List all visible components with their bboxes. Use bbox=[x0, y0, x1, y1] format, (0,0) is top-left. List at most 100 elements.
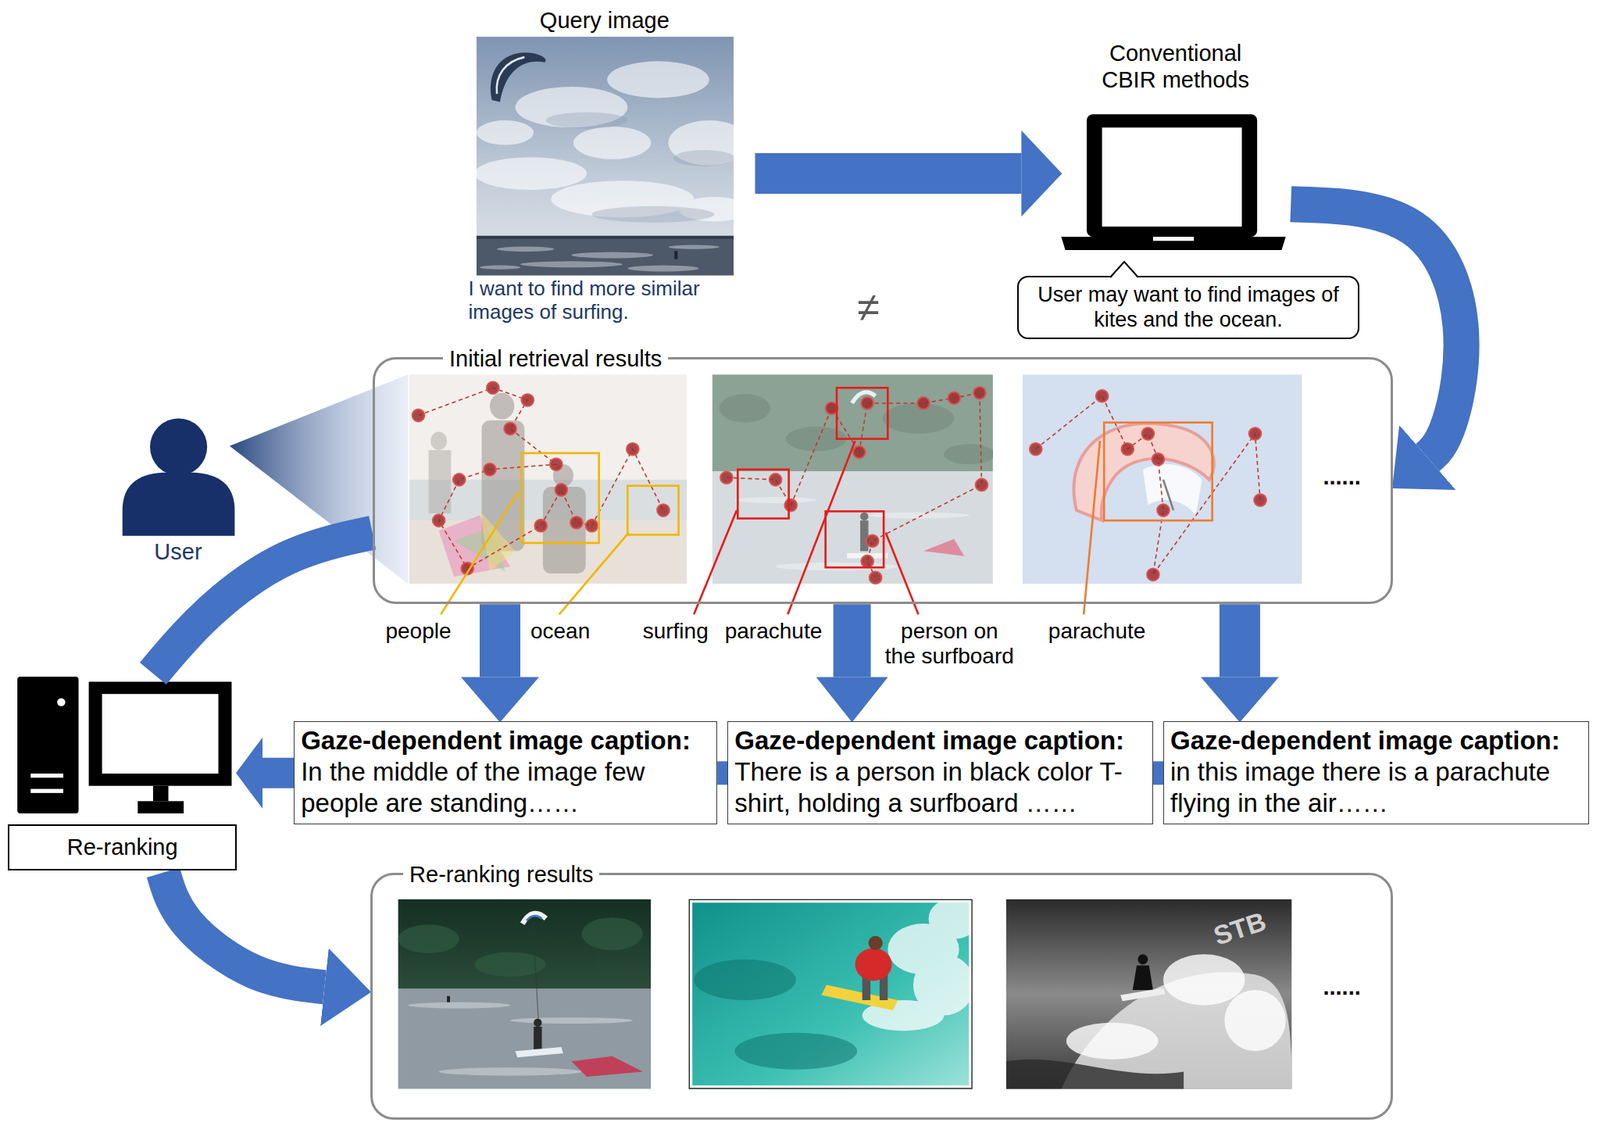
result-photo bbox=[734, 1032, 858, 1070]
result-photo bbox=[522, 913, 547, 924]
user-icon bbox=[150, 418, 208, 476]
query-photo bbox=[627, 265, 699, 272]
result-photo bbox=[397, 917, 643, 977]
result-photo bbox=[1006, 899, 1293, 1090]
query-photo bbox=[520, 260, 623, 268]
gaze-fixation bbox=[1121, 442, 1134, 456]
result-photo bbox=[1066, 1022, 1159, 1060]
retrieved-photo bbox=[1022, 374, 1303, 584]
query-photo bbox=[476, 60, 734, 222]
gaze-fixation bbox=[1249, 427, 1262, 440]
gaze-fixation bbox=[432, 514, 446, 527]
method-label: Conventional CBIR methods bbox=[1083, 40, 1268, 93]
flow-arrow bbox=[754, 153, 1022, 194]
attention-box bbox=[693, 510, 737, 615]
query-photo bbox=[496, 57, 525, 94]
bubble-tail bbox=[1108, 258, 1140, 281]
query-photo bbox=[674, 250, 678, 259]
computer-icon bbox=[102, 693, 219, 774]
bubble-text: User may want to find images of kites an… bbox=[1026, 282, 1350, 333]
attention-box bbox=[693, 387, 918, 615]
result-photo bbox=[1224, 989, 1286, 1051]
ellipsis: ...... bbox=[1322, 974, 1361, 1000]
gaze-path bbox=[1035, 396, 1261, 575]
result-photo bbox=[446, 996, 450, 1003]
results-panel: Initial retrieval results bbox=[372, 357, 1393, 604]
panel-heading: Re-ranking results bbox=[403, 861, 600, 888]
caption-text: in this image there is a parachute flyin… bbox=[1170, 756, 1583, 818]
caption-box: Gaze-dependent image caption:in this ima… bbox=[1163, 721, 1590, 825]
caption-heading: Gaze-dependent image caption: bbox=[1170, 725, 1583, 757]
rerank-computer: Re-ranking bbox=[7, 673, 237, 873]
caption-text: In the middle of the image few people ar… bbox=[300, 756, 711, 818]
gaze-path bbox=[418, 387, 664, 568]
gaze-fixation bbox=[486, 381, 500, 394]
retrieved-photo bbox=[409, 374, 687, 584]
gaze-fixation bbox=[1142, 427, 1155, 440]
query-photo bbox=[476, 36, 734, 276]
gaze-fixation bbox=[866, 534, 879, 547]
computer-icon bbox=[30, 773, 64, 778]
flow-arrow bbox=[717, 760, 728, 785]
result-photo bbox=[571, 1056, 643, 1077]
gaze-fixation bbox=[657, 503, 670, 517]
result-photo bbox=[407, 1002, 511, 1009]
result-photo bbox=[868, 935, 883, 950]
gaze-fixation bbox=[555, 483, 568, 497]
retrieved-photo bbox=[712, 374, 993, 584]
gaze-fixation bbox=[1029, 442, 1043, 456]
result-photo bbox=[526, 915, 543, 921]
attention-box bbox=[627, 485, 679, 536]
result-photo bbox=[533, 1018, 542, 1027]
image-title: Query image bbox=[453, 7, 755, 34]
result-photo bbox=[928, 899, 973, 940]
computer-icon bbox=[153, 785, 169, 802]
result-photo bbox=[1006, 1059, 1184, 1090]
attention-box bbox=[440, 453, 679, 615]
gaze-fixation bbox=[784, 499, 797, 512]
retrieved-photo bbox=[409, 374, 687, 584]
computer-icon bbox=[17, 676, 232, 814]
speech-bubble: User may want to find images of kites an… bbox=[1017, 275, 1360, 340]
results-panel: Re-ranking results bbox=[370, 872, 1393, 1120]
result-photo bbox=[532, 920, 540, 1026]
gaze-fixation bbox=[570, 516, 583, 529]
flow-arrow bbox=[262, 757, 294, 789]
gaze-fixation bbox=[860, 396, 874, 410]
gaze-fixation bbox=[503, 422, 517, 436]
attention-box bbox=[836, 387, 888, 439]
caption-text: There is a person in black color T-shirt… bbox=[734, 756, 1147, 818]
result-photo bbox=[1066, 953, 1286, 1060]
bubble-tail bbox=[1110, 261, 1139, 279]
retrieved-photo bbox=[409, 374, 687, 584]
result-photo bbox=[693, 959, 858, 1070]
gaze-fixation bbox=[626, 442, 640, 456]
query-photo bbox=[668, 244, 720, 249]
retrieved-photo bbox=[1022, 374, 1303, 584]
attention-box bbox=[521, 453, 599, 543]
ellipsis: ...... bbox=[1322, 464, 1361, 490]
result-photo bbox=[397, 989, 651, 1090]
result-photo bbox=[1163, 953, 1245, 1005]
user-icon bbox=[122, 472, 236, 536]
computer-icon bbox=[30, 789, 64, 793]
result-photo bbox=[693, 959, 797, 1000]
not-equal-sign: ≠ bbox=[857, 284, 880, 332]
computer-icon bbox=[89, 681, 233, 786]
gaze-fixation bbox=[412, 409, 425, 422]
result-photo bbox=[397, 899, 651, 1090]
laptop-icon bbox=[1060, 114, 1286, 250]
attention-box bbox=[1083, 422, 1213, 615]
result-photo bbox=[1120, 987, 1165, 1001]
laptop-icon bbox=[1153, 236, 1194, 241]
gaze-fixation bbox=[1157, 503, 1170, 517]
result-photo bbox=[439, 1067, 583, 1075]
gaze-fixation bbox=[483, 463, 497, 476]
gaze-fixation bbox=[947, 392, 961, 405]
attention-box bbox=[440, 492, 518, 615]
query-photo bbox=[476, 120, 534, 145]
gaze-fixation bbox=[550, 457, 563, 471]
laptop-icon bbox=[1086, 114, 1258, 237]
user-icon bbox=[122, 418, 236, 536]
